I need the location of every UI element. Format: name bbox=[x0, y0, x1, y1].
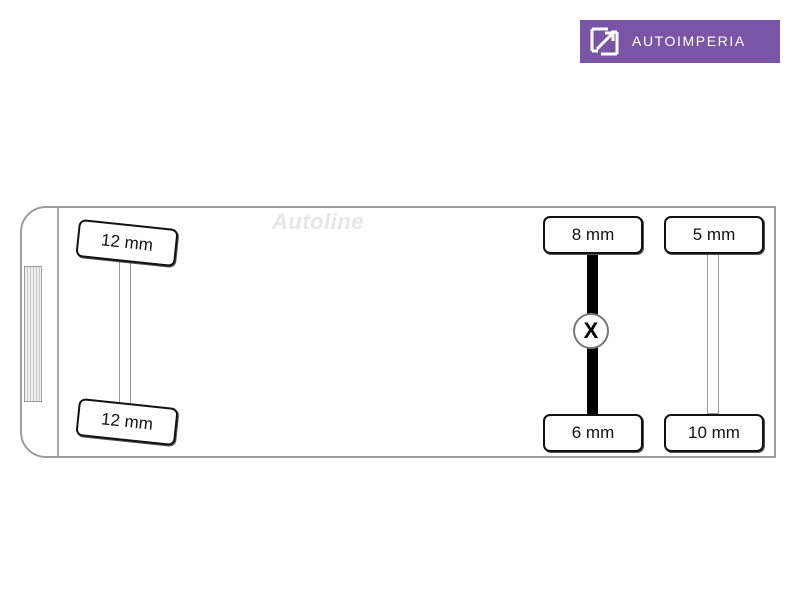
drive-left-tyre: 8 mm bbox=[543, 216, 643, 254]
watermark-text: Autoline bbox=[272, 209, 364, 234]
brand-name: AUTOIMPERIA bbox=[632, 33, 746, 49]
rear-right-tyre: 10 mm bbox=[664, 414, 764, 452]
rear-axle-shaft bbox=[707, 252, 719, 414]
arrows-square-icon bbox=[590, 27, 619, 56]
cab-front-line bbox=[57, 208, 59, 456]
front-bumper bbox=[24, 266, 42, 402]
differential-lock-marker: X bbox=[573, 313, 609, 349]
drive-right-tyre: 6 mm bbox=[543, 414, 643, 452]
front-axle-shaft bbox=[119, 256, 131, 404]
rear-left-tyre: 5 mm bbox=[664, 216, 764, 254]
brand-logo: AUTOIMPERIA bbox=[580, 20, 780, 63]
